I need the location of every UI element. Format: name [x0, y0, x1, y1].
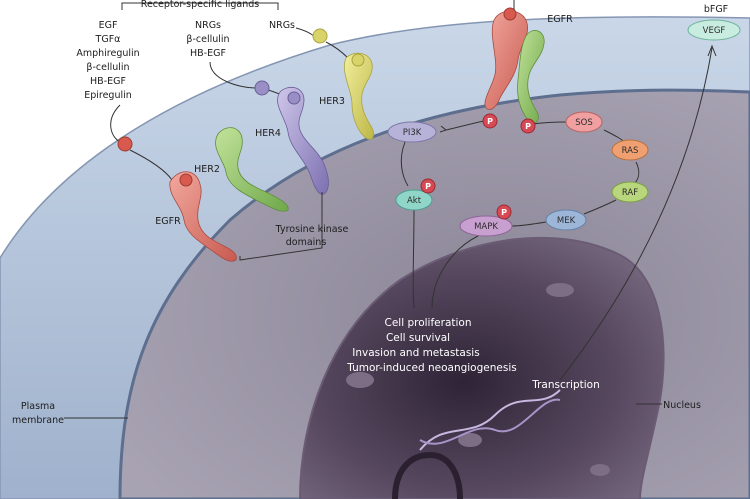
- svg-text:RAF: RAF: [622, 188, 638, 198]
- svg-text:PI3K: PI3K: [403, 128, 422, 138]
- phospho-egfr-left: P: [483, 114, 497, 128]
- tk-label-line1: Tyrosine kinase: [275, 224, 349, 235]
- her4-label: HER4: [255, 128, 281, 139]
- her3-ligand: NRGs: [269, 20, 295, 31]
- ligand-betacellulin: β-cellulin: [86, 62, 129, 73]
- nuclear-pore: [590, 464, 610, 476]
- nucleus-label: Nucleus: [663, 400, 701, 411]
- svg-text:MEK: MEK: [557, 216, 576, 226]
- svg-text:Akt: Akt: [407, 196, 422, 206]
- transcription-label: Transcription: [531, 379, 600, 391]
- svg-text:MAPK: MAPK: [474, 222, 498, 232]
- outcome-cell-proliferation: Cell proliferation: [385, 317, 472, 329]
- vegf-node: VEGF: [688, 20, 740, 40]
- outcome-neoangiogenesis: Tumor-induced neoangiogenesis: [346, 362, 516, 374]
- egfr-top-label: EGFR: [547, 14, 573, 25]
- svg-text:P: P: [525, 122, 531, 131]
- ligand-egf: EGF: [99, 20, 118, 31]
- her2-label: HER2: [194, 164, 220, 175]
- phospho-egfr-right: P: [521, 119, 535, 133]
- bfgf-label: bFGF: [704, 4, 728, 15]
- ligand-hbegf: HB-EGF: [90, 76, 126, 87]
- node-sos: SOS: [566, 112, 602, 132]
- ligand-epiregulin: Epiregulin: [84, 90, 132, 101]
- phospho-mapk: P: [497, 205, 511, 219]
- plasma-label-line2: membrane: [12, 415, 64, 426]
- ligand-ball-nrg: [255, 81, 269, 95]
- phospho-akt: P: [421, 179, 435, 193]
- ligand-ball-nrg3: [313, 29, 327, 43]
- ligand-betacellulin: β-cellulin: [186, 34, 229, 45]
- node-pi3k: PI3K: [388, 122, 436, 142]
- node-ras: RAS: [612, 140, 648, 160]
- outcome-cell-survival: Cell survival: [386, 332, 450, 344]
- ligand-ball-egf: [118, 137, 132, 151]
- ligands-header: Receptor-specific ligands: [141, 0, 259, 10]
- node-raf: RAF: [612, 182, 648, 202]
- ligand-nrgs: NRGs: [195, 20, 221, 31]
- ligand-hbegf: HB-EGF: [190, 48, 226, 59]
- svg-text:RAS: RAS: [622, 146, 639, 156]
- ligand-amphiregulin: Amphiregulin: [76, 48, 139, 59]
- ligand-tgfa: TGFα: [95, 34, 121, 45]
- svg-text:SOS: SOS: [575, 118, 592, 128]
- outcome-invasion: Invasion and metastasis: [352, 347, 479, 359]
- nuclear-pore: [346, 372, 374, 388]
- svg-text:P: P: [501, 208, 507, 217]
- plasma-label-line1: Plasma: [21, 401, 55, 412]
- nuclear-pore: [546, 283, 574, 297]
- svg-text:VEGF: VEGF: [703, 26, 726, 36]
- egfr-left-label: EGFR: [155, 216, 181, 227]
- tk-label-line2: domains: [286, 237, 327, 248]
- her3-label: HER3: [319, 96, 345, 107]
- node-mek: MEK: [546, 210, 586, 230]
- svg-text:P: P: [487, 117, 493, 126]
- svg-text:P: P: [425, 182, 431, 191]
